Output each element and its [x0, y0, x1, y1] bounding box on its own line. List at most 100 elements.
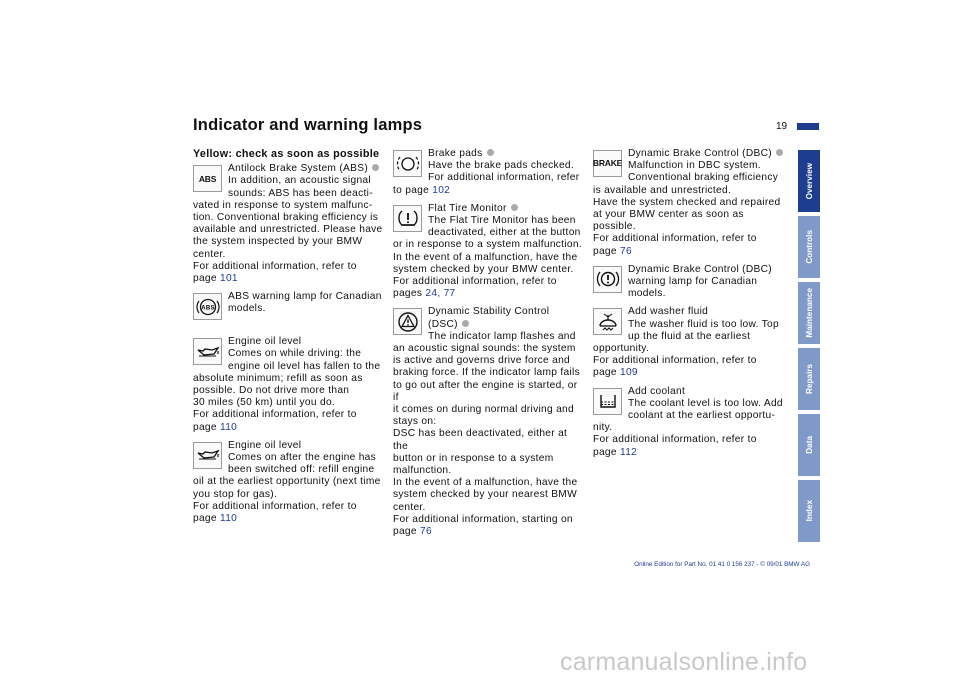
entry-title: Flat Tire Monitor [428, 202, 507, 214]
page-link[interactable]: 24, 77 [425, 288, 456, 300]
entry-text: tion. Conventional braking efficiency is [193, 212, 379, 224]
watermark: carmanualsonline.info [560, 648, 808, 676]
entry-title: Engine oil level [228, 336, 302, 348]
entry-text: For additional information, refer to [593, 355, 757, 367]
entry-text: For additional information, starting on [393, 513, 573, 525]
page-link[interactable]: 101 [220, 273, 238, 285]
entry-text: For additional information, refer to [193, 500, 357, 512]
entry-text: models. [228, 303, 266, 315]
entry-text: sounds: ABS has been deacti- [228, 187, 373, 199]
bullet-icon [775, 149, 783, 156]
entry-text: Comes on while driving: the [228, 348, 362, 360]
brake-pads-icon [393, 150, 422, 177]
side-tab-data[interactable]: Data [798, 414, 820, 476]
entry-text: center. [393, 501, 426, 513]
column-1: Yellow: check as soon as possible ABS An… [193, 148, 383, 531]
brake-icon-text: BRAKE [592, 158, 623, 169]
side-tab-controls[interactable]: Controls [798, 216, 820, 278]
column-3: BRAKE Dynamic Brake Control (DBC) Malfun… [593, 148, 785, 465]
bullet-icon [461, 319, 469, 327]
entry-text: coolant at the earliest opportu- [628, 410, 776, 422]
entry-title: ABS warning lamp for Canadian [228, 291, 382, 303]
side-tab-maintenance[interactable]: Maintenance [798, 282, 820, 344]
page-title: Indicator and warning lamps [193, 116, 423, 134]
entry-text: page [593, 245, 620, 257]
entry-coolant: Add coolant The coolant level is too low… [593, 386, 785, 459]
page-link[interactable]: 112 [620, 446, 638, 458]
bullet-icon [510, 203, 518, 211]
entry-text: In addition, an acoustic signal [228, 175, 371, 187]
entry-text: models. [628, 288, 666, 300]
side-tab-overview[interactable]: Overview [798, 150, 820, 212]
entry-oil-driving: Engine oil level Comes on while driving:… [193, 336, 383, 434]
entry-text: 30 miles (50 km) until you do. [193, 397, 336, 409]
entry-flat-tire: Flat Tire Monitor The Flat Tire Monitor … [393, 203, 585, 301]
entry-text: For additional information, refer [428, 172, 580, 184]
bullet-icon [372, 164, 380, 172]
entry-text: at your BMW center as soon as [593, 209, 744, 221]
entry-title: Dynamic Brake Control (DBC) [628, 263, 772, 275]
entry-text: pages [393, 288, 426, 300]
side-tabs: Overview Controls Maintenance Repairs Da… [798, 150, 820, 546]
entry-title: Dynamic Brake Control (DBC) [628, 148, 772, 159]
entry-text: For additional information, refer to [593, 434, 757, 446]
page-number: 19 [776, 121, 788, 132]
entry-text: system checked by your nearest BMW [393, 489, 578, 501]
entry-text: possible. Do not drive more than [193, 385, 350, 397]
entry-text: you stop for gas). [193, 488, 278, 500]
brake-warning-icon [593, 265, 622, 293]
entry-washer-fluid: Add washer fluid The washer fluid is too… [593, 306, 785, 379]
entry-text: Conventional braking efficiency [628, 172, 779, 184]
entry-abs-canada: ABS ABS warning lamp for Canadian models… [193, 291, 383, 322]
dsc-warning-icon [393, 308, 422, 336]
entry-text: For additional information, refer to [393, 276, 557, 288]
entry-text: braking force. If the indicator lamp fai… [393, 367, 581, 379]
entry-text: page [193, 273, 220, 285]
entry-text: the system inspected by your BMW [193, 236, 363, 248]
entry-text: up the fluid at the earliest [628, 330, 751, 342]
side-tab-label: Overview [804, 162, 814, 200]
entry-text: page [193, 513, 220, 525]
entry-text: or in response to a system malfunction. [393, 239, 582, 251]
washer-fluid-icon [593, 308, 622, 336]
entry-title: Engine oil level [228, 439, 302, 451]
edition-footer: Online Edition for Part No. 01 41 0 156 … [634, 561, 810, 568]
entry-text: vated in response to system malfunc- [193, 199, 373, 211]
page-link[interactable]: 76 [620, 245, 632, 257]
page-link[interactable]: 110 [220, 421, 238, 433]
entry-text: For additional information, refer to [193, 260, 357, 272]
entry-text: For additional information, refer to [193, 409, 357, 421]
page-number-bar [797, 123, 819, 130]
entry-text: to page [393, 184, 433, 196]
column-2: Brake pads Have the brake pads checked. … [393, 148, 585, 544]
oil-can-icon [193, 338, 222, 366]
entry-text: malfunction. [393, 465, 452, 477]
entry-text: warning lamp for Canadian [628, 276, 758, 288]
entry-title: Add washer fluid [628, 306, 709, 318]
entry-dbc: BRAKE Dynamic Brake Control (DBC) Malfun… [593, 148, 785, 258]
entry-text: In the event of a malfunction, have the [393, 477, 578, 489]
entry-text: Comes on after the engine has [228, 452, 377, 464]
entry-text: an acoustic signal sounds: the system [393, 343, 576, 355]
page-link[interactable]: 109 [620, 367, 638, 379]
abs-icon: ABS [193, 165, 222, 193]
entry-title: (DSC) [428, 318, 458, 330]
page-link[interactable]: 102 [432, 184, 451, 196]
entry-dbc-canada: Dynamic Brake Control (DBC) warning lamp… [593, 264, 785, 301]
entry-abs: ABS Antilock Brake System (ABS) In addit… [193, 163, 383, 285]
side-tab-index[interactable]: Index [798, 480, 820, 542]
entry-text: opportunity. [593, 343, 650, 355]
entry-text: deactivated, either at the button [428, 227, 581, 239]
entry-text: page [193, 421, 220, 433]
coolant-icon [593, 387, 622, 415]
entry-text: The coolant level is too low. Add [628, 397, 783, 409]
entry-text: system checked by your BMW center. [393, 263, 574, 275]
side-tab-repairs[interactable]: Repairs [798, 348, 820, 410]
page-link[interactable]: 76 [420, 526, 432, 538]
entry-text: In the event of a malfunction, have the [393, 251, 578, 263]
entry-text: The Flat Tire Monitor has been [428, 215, 576, 227]
entry-text: page [593, 446, 620, 458]
page-link[interactable]: 110 [220, 513, 238, 525]
entry-text: The washer fluid is too low. Top [628, 318, 779, 330]
entry-text: stays on: [393, 416, 437, 428]
